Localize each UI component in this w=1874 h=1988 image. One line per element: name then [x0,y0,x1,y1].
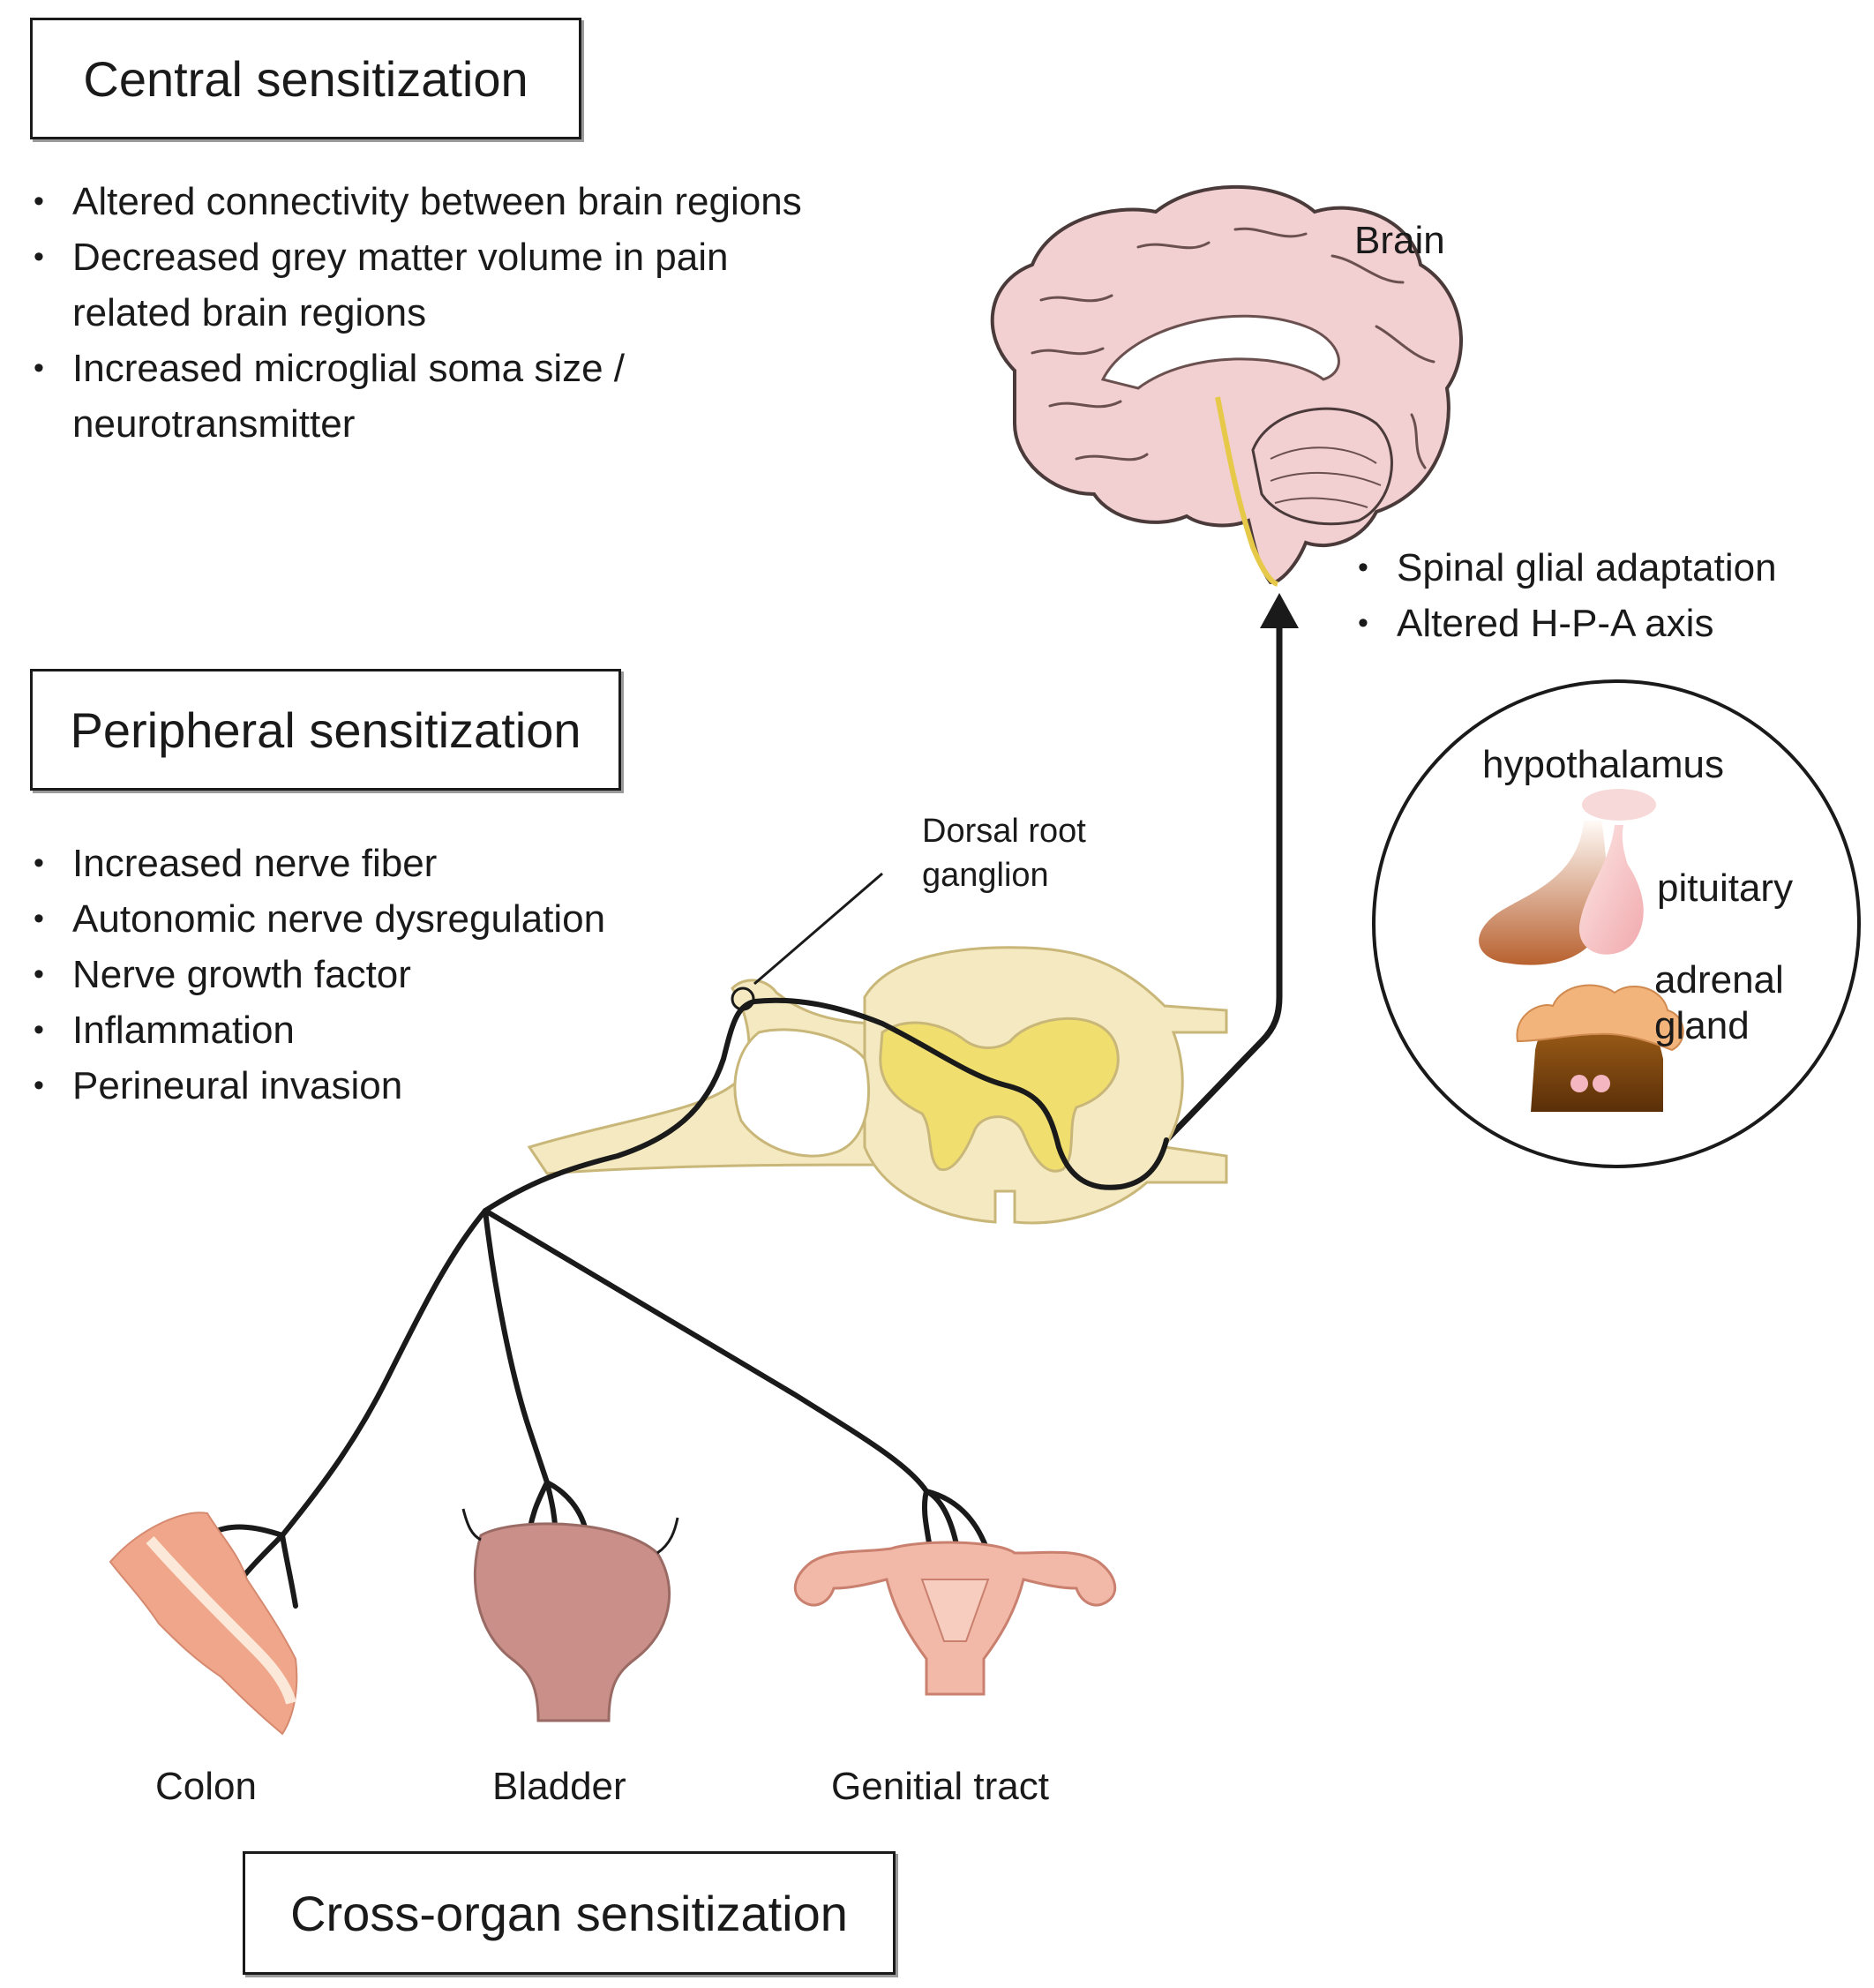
adrenal-gland-label: adrenal gland [1654,958,1784,1047]
colon-label: Colon [155,1765,257,1808]
dorsal-root-ganglion-label: Dorsal root ganglion [922,813,1086,894]
central-sensitization-list: Altered connectivity between brain regio… [30,174,912,452]
list-item: Altered H-P-A axis [1354,596,1848,651]
list-item: Increased nerve fiber [30,836,736,891]
central-sensitization-box: Central sensitization [30,18,581,139]
bladder [461,1508,679,1722]
afferent-nerve-fiber [205,997,1169,1609]
pituitary-label: pituitary [1657,866,1794,910]
list-item: Inflammation [30,1002,736,1058]
genital-tract [793,1541,1117,1696]
peripheral-sensitization-list: Increased nerve fiber Autonomic nerve dy… [30,836,736,1114]
central-sensitization-title: Central sensitization [83,50,528,107]
list-item: Perineural invasion [30,1058,736,1114]
brain-effects-list: Spinal glial adaptation Altered H-P-A ax… [1354,540,1848,651]
cross-organ-sensitization-box: Cross-organ sensitization [243,1851,896,1975]
list-item: Altered connectivity between brain regio… [30,174,912,229]
hypothalamus-label: hypothalamus [1482,743,1724,786]
ascending-arrow [1164,593,1299,1143]
brain [990,184,1463,587]
list-item: Nerve growth factor [30,947,736,1002]
list-item: Increased microglial soma size / neurotr… [30,341,778,452]
cross-organ-sensitization-title: Cross-organ sensitization [290,1885,848,1941]
colon [109,1512,298,1736]
drg-leader-line [753,872,883,986]
peripheral-sensitization-box: Peripheral sensitization [30,669,621,791]
list-item: Decreased grey matter volume in pain rel… [30,229,743,341]
bladder-label: Bladder [492,1765,626,1808]
list-item: Autonomic nerve dysregulation [30,891,736,947]
spinal-cord [527,946,1228,1225]
peripheral-sensitization-title: Peripheral sensitization [70,701,581,758]
hpa-axis-circle [1372,679,1861,1168]
genital-tract-label: Genitial tract [831,1765,1049,1808]
list-item: Spinal glial adaptation [1354,540,1848,596]
brain-label: Brain [1354,219,1445,262]
